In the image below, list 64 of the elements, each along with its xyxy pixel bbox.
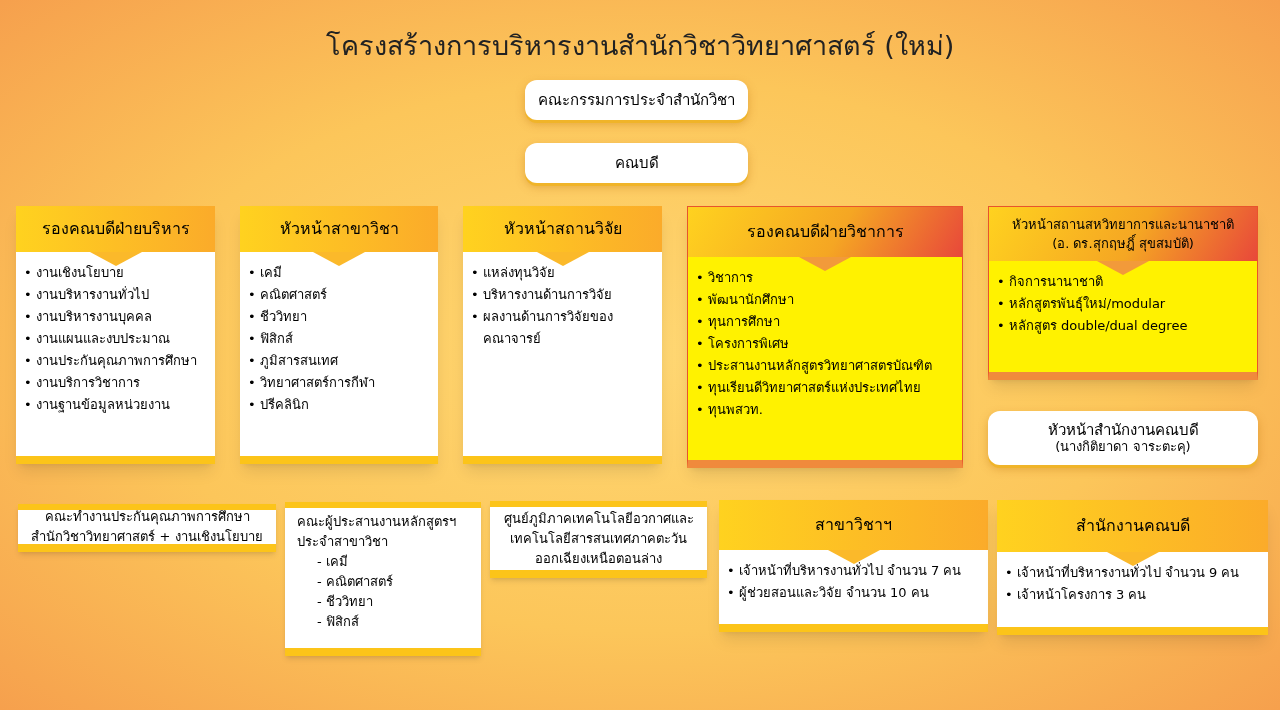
- card-heading: รองคณบดีฝ่ายบริหาร: [41, 219, 190, 239]
- node-subtitle: (นางกิติยาดา จาระตะคุ): [1055, 439, 1191, 456]
- list-item: • กิจการนานาชาติ: [997, 273, 1104, 291]
- list-item: • ทุนการศึกษา: [696, 313, 781, 332]
- note-text: ศูนย์ภูมิภาคเทคโนโลยีอวกาศและเทคโนโลยีสารสนเทศภาคตะวันออกเฉียงเหนือตอนล่าง: [502, 509, 695, 568]
- card-heading: หัวหน้าสถานวิจัย: [503, 219, 622, 239]
- list-item: • งานฐานข้อมูลหน่วยงาน: [24, 396, 171, 415]
- list-item: • เจ้าหน้าโครงการ 3 คน: [1005, 586, 1148, 604]
- list-item: • ผลงานด้านการวิจัยของคณาจารย์: [471, 308, 614, 348]
- list-item: • งานเชิงนโยบาย: [24, 264, 125, 282]
- list-item: • โครงการพิเศษ: [696, 335, 790, 353]
- department-card: [719, 500, 988, 632]
- list-item: • งานบริหารงานทั่วไป: [24, 285, 150, 304]
- note-text: คณะผู้ประสานงานหลักสูตรฯ ประจำสาขาวิชา: [297, 513, 457, 551]
- list-item: - เคมี: [316, 553, 349, 571]
- department-card: [988, 206, 1258, 380]
- list-item: • ปรีคลินิก: [248, 396, 310, 414]
- card-heading: หัวหน้าสาขาวิชา: [279, 219, 399, 239]
- list-item: • ภูมิสารสนเทศ: [248, 352, 339, 371]
- list-item: • เจ้าหน้าที่บริหารงานทั่วไป จำนวน 7 คน: [727, 561, 963, 580]
- list-item: • ประสานงานหลักสูตรวิทยาศาสตรบัณฑิต: [696, 357, 933, 376]
- card-heading: สาขาวิชาฯ: [815, 515, 892, 535]
- list-item: • พัฒนานักศึกษา: [696, 291, 795, 309]
- list-item: • บริหารงานด้านการวิจัย: [471, 286, 613, 304]
- department-card: [16, 206, 215, 464]
- list-item: • งานบริการวิชาการ: [24, 374, 141, 392]
- title-pill: [525, 80, 748, 120]
- node-title: คณบดี: [614, 153, 659, 173]
- title-pill: [988, 411, 1258, 465]
- list-item: • คณิตศาสตร์: [248, 286, 328, 304]
- list-item: - ฟิสิกส์: [316, 613, 360, 631]
- note-text: คณะทำงานประกันคุณภาพการศึกษา สำนักวิชาวิทยาศาสตร์ + งานเชิงนโยบาย: [30, 508, 264, 546]
- department-card: [240, 206, 438, 464]
- list-item: • เคมี: [248, 264, 283, 282]
- list-item: • งานประกันคุณภาพการศึกษา: [24, 352, 198, 371]
- list-item: • แหล่งทุนวิจัย: [471, 264, 556, 283]
- list-item: • วิทยาศาสตร์การกีฬา: [248, 374, 376, 392]
- note-card: [18, 504, 276, 552]
- card-heading: หัวหน้าสถานสหวิทยาการและนานาชาติ: [1012, 216, 1234, 234]
- note-card: [490, 501, 707, 578]
- list-item: • วิชาการ: [696, 269, 754, 287]
- list-item: • ฟิสิกส์: [248, 330, 294, 348]
- card-subheading: (อ. ดร.สุกฤษฎิ์ สุขสมบัติ): [1052, 234, 1194, 253]
- title-pill: [525, 143, 748, 183]
- note-card: [285, 502, 481, 656]
- diagram-title: โครงสร้างการบริหารงานสำนักวิชาวิทยาศาสตร์ (ใหม่): [324, 29, 956, 63]
- list-item: • งานแผนและงบประมาณ: [24, 330, 171, 348]
- node-title: หัวหน้าสำนักงานคณบดี: [1047, 420, 1199, 440]
- department-card: [997, 500, 1268, 635]
- list-item: • ทุนพสวท.: [696, 401, 764, 420]
- list-item: • ทุนเรียนดีวิทยาศาสตร์แห่งประเทศไทย: [696, 379, 922, 398]
- list-item: • งานบริหารงานบุคคล: [24, 308, 153, 327]
- list-item: - คณิตศาสตร์: [316, 573, 394, 591]
- node-title: คณะกรรมการประจำสำนักวิชา: [538, 90, 735, 110]
- list-item: • หลักสูตร double/dual degree: [997, 317, 1189, 336]
- list-item: - ชีววิทยา: [316, 593, 374, 611]
- list-item: • เจ้าหน้าที่บริหารงานทั่วไป จำนวน 9 คน: [1005, 563, 1241, 582]
- list-item: • หลักสูตรพันธุ์ใหม่/modular: [997, 295, 1167, 314]
- card-heading: รองคณบดีฝ่ายวิชาการ: [746, 222, 904, 242]
- department-card: [687, 206, 963, 468]
- card-heading: สำนักงานคณบดี: [1075, 516, 1190, 536]
- list-item: • ผู้ช่วยสอนและวิจัย จำนวน 10 คน: [727, 584, 930, 603]
- list-item: • ชีววิทยา: [248, 308, 308, 326]
- department-card: [463, 206, 662, 464]
